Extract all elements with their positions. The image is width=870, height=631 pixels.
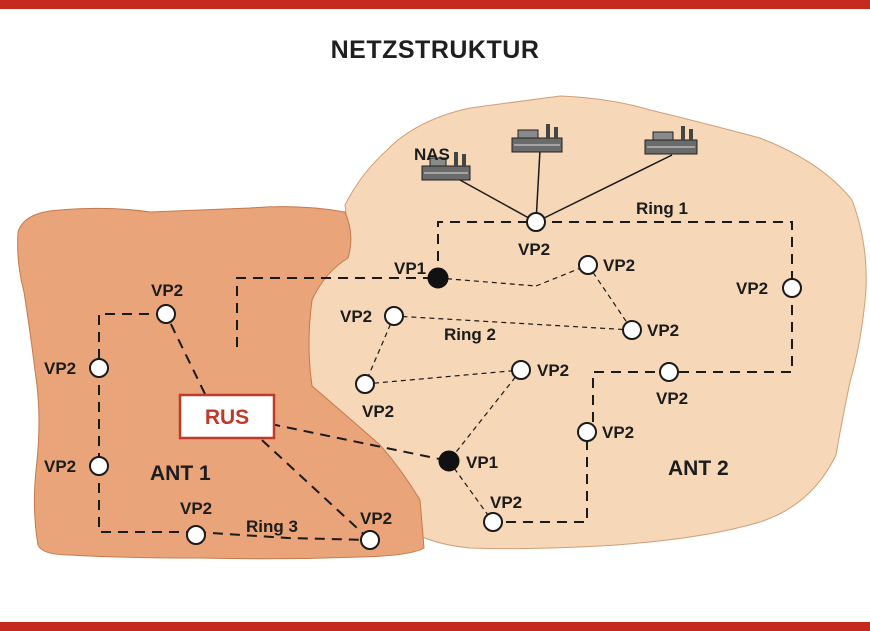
factory-icon (511, 124, 563, 153)
vp2-label: VP2 (151, 281, 183, 300)
factory-icon (421, 152, 471, 181)
vp2-label: VP2 (736, 279, 768, 298)
ant1-label: ANT 1 (150, 462, 211, 485)
ring-2-lines (364, 264, 633, 523)
node-vp2 (526, 212, 546, 232)
vp1-nodes (427, 267, 460, 472)
vp1-label: VP1 (466, 453, 498, 472)
rus-label: RUS (205, 406, 249, 429)
node-vp2 (782, 278, 802, 298)
top-red-bar (0, 0, 870, 9)
vp2-label: VP2 (362, 402, 394, 421)
node-vp2 (360, 530, 380, 550)
vp2-label: VP2 (537, 361, 569, 380)
node-vp2 (577, 422, 597, 442)
node-vp2 (483, 512, 503, 532)
node-vp2 (89, 358, 109, 378)
vp2-label: VP2 (602, 423, 634, 442)
node-vp2 (511, 360, 531, 380)
bottom-red-bar (0, 622, 870, 631)
node-vp2 (659, 362, 679, 382)
ring-3-label: Ring 3 (246, 517, 298, 536)
rus-box (178, 393, 276, 440)
factory-icon (644, 126, 698, 155)
vp1-label: VP1 (394, 259, 426, 278)
vp2-label: VP2 (656, 389, 688, 408)
diagram-title: NETZSTRUKTUR (330, 36, 540, 64)
node-vp2 (186, 525, 206, 545)
vp2-label: VP2 (360, 509, 392, 528)
vp2-label: VP2 (490, 493, 522, 512)
nas-links (459, 149, 673, 223)
vp2-label: VP2 (180, 499, 212, 518)
node-vp2 (355, 374, 375, 394)
vp2-label: VP2 (647, 321, 679, 340)
node-vp2 (156, 304, 176, 324)
node-vp2 (89, 456, 109, 476)
node-vp2 (578, 255, 598, 275)
ant1-region (17, 206, 425, 560)
node-vp2 (622, 320, 642, 340)
vp2-label: VP2 (44, 457, 76, 476)
ant2-label: ANT 2 (668, 457, 729, 480)
vp2-label: VP2 (518, 240, 550, 259)
node-vp1 (438, 450, 460, 472)
node-vp1 (427, 267, 449, 289)
node-vp2 (384, 306, 404, 326)
nas-label: NAS (414, 145, 450, 164)
vp2-label: VP2 (44, 359, 76, 378)
ring-1-label: Ring 1 (636, 199, 688, 218)
ring-2-label: Ring 2 (444, 325, 496, 344)
vp2-nodes (89, 212, 802, 550)
vp2-label: VP2 (340, 307, 372, 326)
vp2-label: VP2 (603, 256, 635, 275)
